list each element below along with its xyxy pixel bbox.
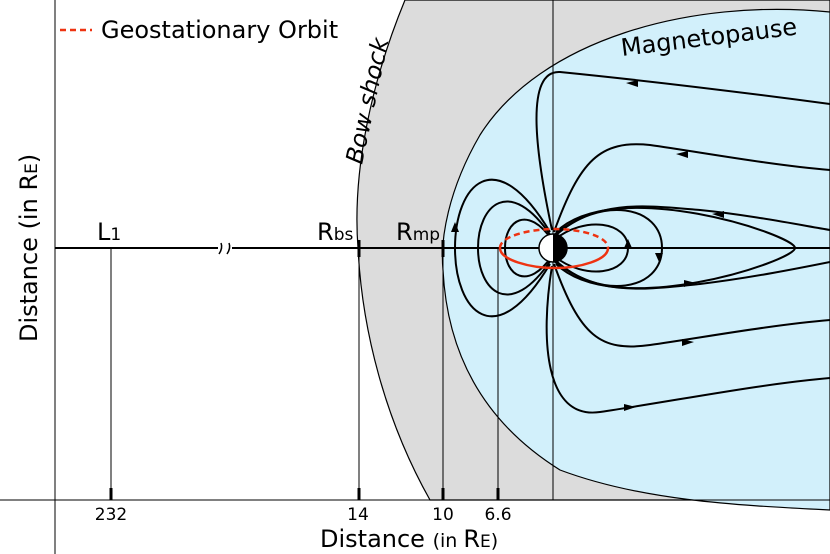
- field-line: [553, 143, 830, 233]
- field-line: [545, 265, 830, 414]
- field-line: [553, 263, 830, 348]
- dayside-field-lines: [453, 178, 553, 318]
- rbs-label: Rbs: [317, 218, 353, 246]
- tick-label-6-6: 6.6: [484, 505, 511, 525]
- y-axis-title: Distance (in RE): [15, 154, 43, 342]
- field-line: [453, 178, 551, 318]
- break-mark-icon: [218, 242, 231, 255]
- geostationary-orbit-back: [498, 227, 610, 249]
- tick-label-10: 10: [432, 505, 454, 525]
- earth-icon: [538, 233, 568, 263]
- field-line: [535, 70, 830, 231]
- field-arrows: [451, 80, 724, 411]
- field-line: [554, 261, 830, 290]
- l1-label: L1: [97, 218, 121, 246]
- x-axis-title: Distance (in RE): [320, 525, 498, 553]
- tail-field-lines: [535, 70, 830, 414]
- geostationary-orbit-front: [498, 247, 610, 270]
- field-line: [554, 205, 830, 235]
- tick-label-232: 232: [95, 505, 127, 525]
- tick-label-14: 14: [347, 505, 369, 525]
- legend-label: Geostationary Orbit: [101, 16, 338, 44]
- rmp-label: Rmp: [396, 218, 440, 246]
- field-line: [476, 200, 552, 296]
- field-line: [503, 218, 553, 278]
